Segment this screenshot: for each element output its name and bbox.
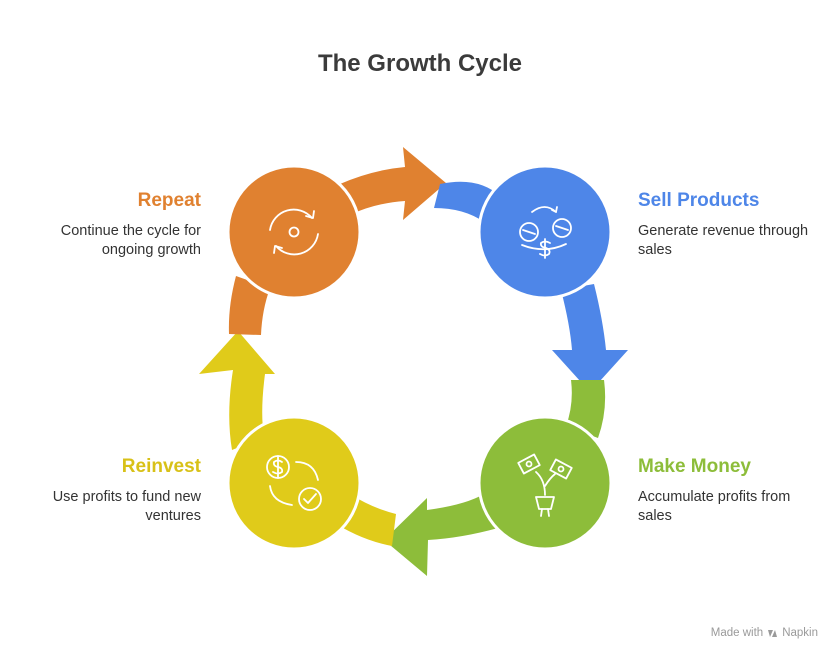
- circle-repeat: [226, 164, 362, 300]
- arrow-sell-to-money: [552, 284, 628, 392]
- step-heading-sell-products: Sell Products: [638, 190, 760, 211]
- diagram-title: The Growth Cycle: [317, 50, 523, 77]
- arrow-repeat-to-sell: [340, 147, 446, 220]
- dollar-check-icon: [266, 455, 322, 511]
- money-plant-icon: [517, 453, 573, 517]
- circle-reinvest: [226, 415, 362, 551]
- arrow-money-to-reinvest: [384, 494, 498, 576]
- step-description-reinvest: Use profits to fund new ventures: [52, 489, 201, 524]
- circle-make-money: [477, 415, 613, 551]
- step-heading-repeat: Repeat: [137, 190, 201, 211]
- exchange-dollar-icon: [519, 206, 572, 259]
- cycle-icon: [269, 208, 319, 256]
- step-heading-make-money: Make Money: [638, 456, 751, 477]
- step-description-sell-products: Generate revenue through sales: [638, 223, 809, 258]
- step-make-money-label: Make Money Accumulate profits from sales: [638, 456, 818, 526]
- step-sell-products-label: Sell Products Generate revenue through s…: [638, 190, 828, 260]
- watermark-text: Made with: [710, 627, 764, 639]
- watermark-brand: Napkin: [782, 627, 818, 639]
- circle-sell-products: [477, 164, 613, 300]
- step-description-repeat: Continue the cycle for ongoing growth: [60, 223, 201, 258]
- napkin-logo-icon: [768, 629, 778, 637]
- step-heading-reinvest: Reinvest: [121, 456, 201, 477]
- step-repeat-label: Repeat Continue the cycle for ongoing gr…: [0, 190, 201, 260]
- napkin-watermark: Made with Napkin: [711, 627, 818, 639]
- ring-segment-repeat: [228, 276, 270, 335]
- arrow-reinvest-to-repeat: [199, 331, 275, 450]
- step-description-make-money: Accumulate profits from sales: [638, 489, 791, 524]
- step-reinvest-label: Reinvest Use profits to fund new venture…: [0, 456, 201, 526]
